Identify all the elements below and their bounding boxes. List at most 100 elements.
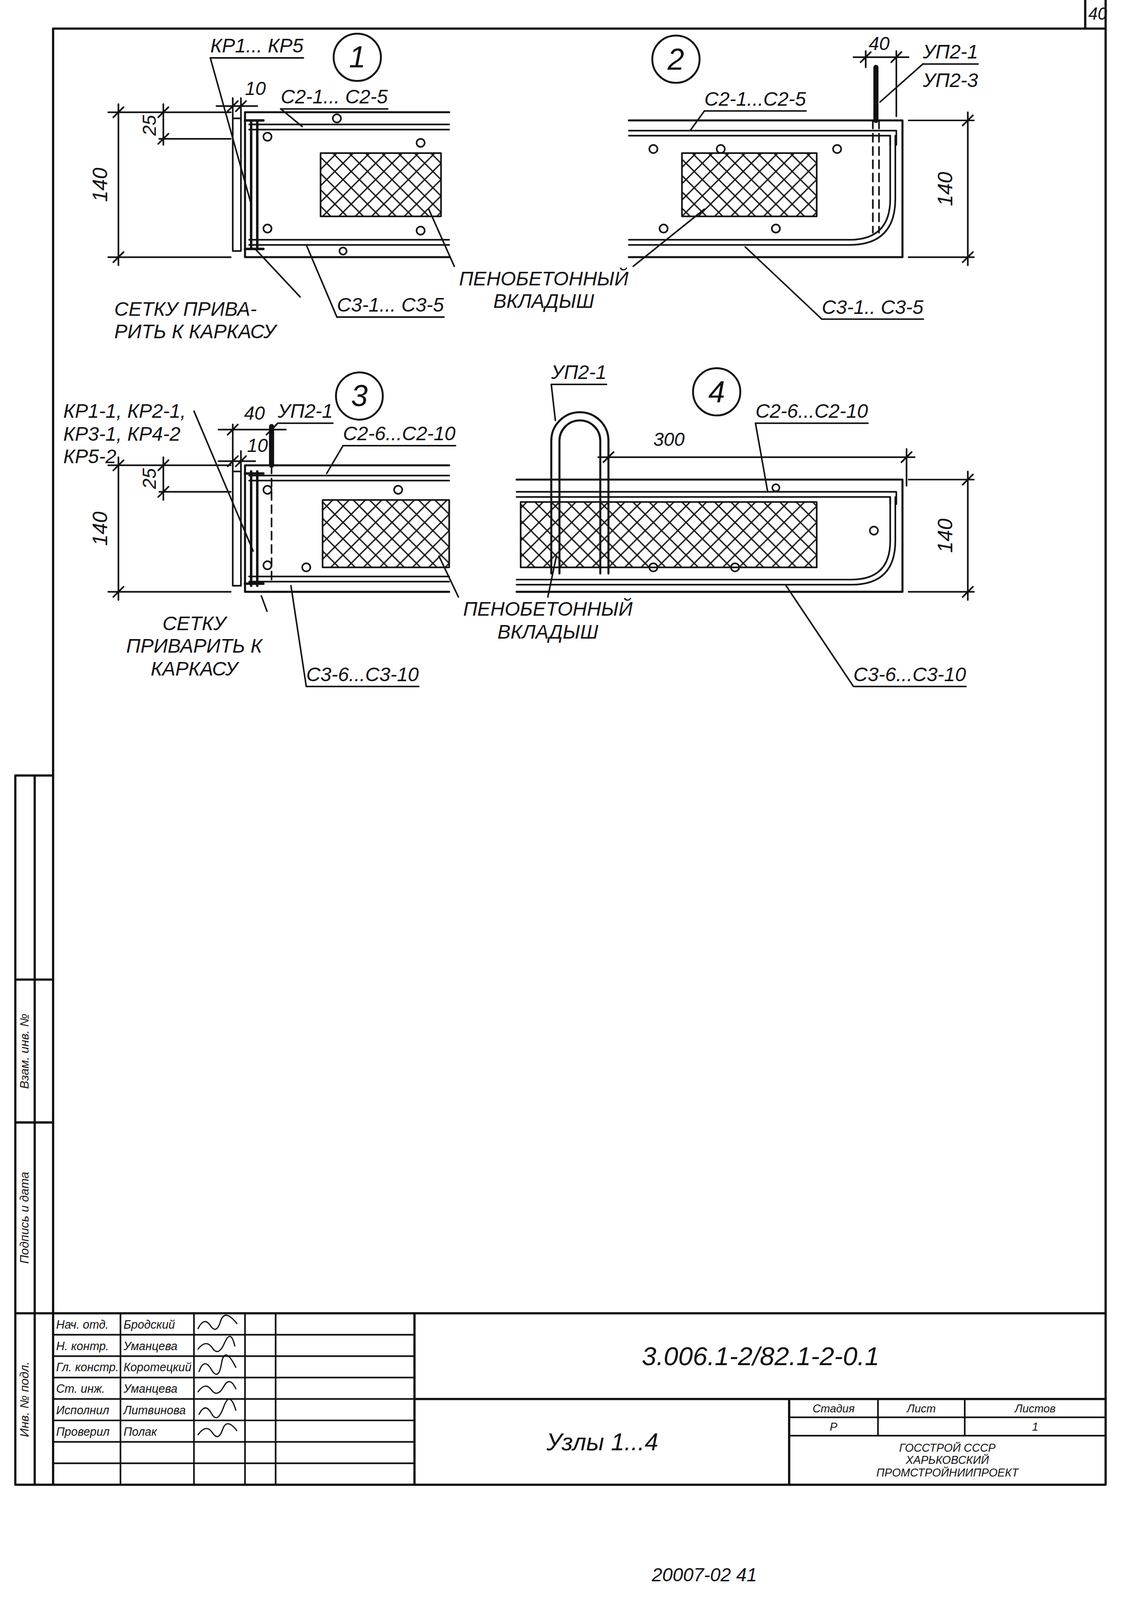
underline — [821, 318, 924, 320]
dimension: 140 — [89, 167, 111, 202]
part-label: С3-6...С3-10 — [853, 663, 966, 687]
sheet-frame — [15, 0, 1106, 1486]
underline — [210, 57, 304, 59]
dimension: 140 — [934, 518, 956, 554]
archive-number: 20007-02 41 — [651, 1564, 758, 1586]
title-cell: Коротецкий — [123, 1360, 192, 1375]
leader-line — [291, 585, 307, 687]
underline — [551, 383, 607, 386]
part-label: С2-1... С2-5 — [280, 85, 388, 109]
part-label: С2-1...С2-5 — [704, 87, 806, 111]
underline — [922, 63, 979, 65]
part-label: С3-1.. С3-5 — [821, 296, 924, 319]
dimension: 40 — [243, 402, 265, 424]
part-label: УП2-1 — [277, 400, 333, 423]
sheet-title: Узлы 1...4 — [546, 1428, 659, 1457]
welding-note: СЕТКУ ПРИВАРИТЬ К КАРКАСУ — [122, 612, 267, 681]
title-cell: Стадия — [812, 1402, 855, 1416]
dimension: 10 — [247, 434, 269, 457]
underline — [306, 686, 419, 688]
title-cell: Полак — [123, 1424, 157, 1439]
leader-line — [261, 596, 268, 612]
callout-circle: 1 — [332, 32, 382, 82]
underline — [336, 316, 445, 318]
section-detail — [108, 424, 450, 600]
leader-line — [745, 247, 823, 320]
leader-line — [280, 109, 303, 127]
dimension: 40 — [868, 32, 891, 55]
title-cell: Литвинова — [123, 1403, 186, 1418]
title-block — [52, 1313, 1106, 1485]
material-note: ПЕНОБЕТОННЫЙ ВКЛАДЫШ — [455, 267, 633, 314]
title-cell: Уманцева — [123, 1339, 178, 1353]
margin-stamp: Инв. № подл. — [18, 1361, 31, 1438]
part-label: УП2-1 — [922, 40, 979, 64]
leader-line — [326, 445, 344, 474]
page-number: 40 — [1088, 4, 1108, 24]
callout-number: 2 — [667, 44, 685, 75]
leader-line — [547, 556, 557, 598]
part-label: С3-1... С3-5 — [336, 293, 445, 317]
dimension: 140 — [934, 171, 956, 206]
title-cell: Гл. констр. — [56, 1360, 119, 1375]
welding-note: СЕТКУ ПРИВА- РИТЬ К КАРКАСУ — [114, 298, 300, 344]
leader-line — [438, 556, 459, 598]
dimension: 140 — [89, 511, 111, 546]
underline — [280, 108, 388, 110]
organisation: ГОССТРОЙ СССР ХАРЬКОВСКИЙ ПРОМСТРОЙНИИПР… — [870, 1442, 1025, 1480]
callout-number: 1 — [349, 42, 366, 73]
margin-stamp: Взам. инв. № — [18, 1014, 31, 1090]
part-label: С2-6...С2-10 — [755, 400, 868, 423]
title-cell: Уманцева — [123, 1382, 178, 1396]
leader-line — [306, 244, 337, 317]
title-cell: Н. контр. — [56, 1339, 110, 1353]
underline — [704, 110, 806, 112]
callout-number: 4 — [708, 377, 726, 408]
leader-line — [428, 209, 455, 267]
leader-line — [551, 384, 556, 421]
callout-number: 3 — [350, 380, 368, 411]
dimension: 25 — [139, 115, 159, 137]
underline — [853, 686, 966, 688]
callout-circle: 4 — [692, 367, 742, 417]
callout-circle: 2 — [651, 34, 701, 84]
title-cell: Нач. отд. — [56, 1317, 109, 1332]
margin-stamp: Подпись и дата — [18, 1171, 31, 1264]
part-label: КР1-1, КР2-1, КР3-1, КР4-2 КР5-2 — [63, 400, 193, 468]
dimension: 300 — [653, 428, 685, 451]
title-cell: Р — [829, 1420, 838, 1434]
underline — [343, 445, 456, 447]
title-cell: Исполнил — [56, 1403, 110, 1418]
leader-line — [194, 411, 254, 552]
part-label: С2-6...С2-10 — [343, 422, 456, 446]
title-cell: Бродский — [123, 1317, 176, 1332]
dimension: 10 — [245, 77, 267, 100]
section-detail — [516, 412, 974, 600]
underline — [277, 422, 333, 424]
title-cell: Листов — [1014, 1402, 1056, 1416]
material-note: ПЕНОБЕТОННЫЙ ВКЛАДЫШ — [459, 598, 637, 644]
leader-line — [633, 209, 705, 267]
part-label: УП2-1 — [551, 361, 607, 384]
dimension: 25 — [139, 468, 159, 490]
leader-line — [755, 423, 768, 493]
part-label: С3-6...С3-10 — [306, 663, 419, 687]
title-cell: Ст. инж. — [56, 1382, 105, 1396]
part-label: УП2-3 — [922, 69, 979, 92]
leader-line — [880, 64, 924, 103]
title-cell: Проверил — [56, 1424, 110, 1439]
leader-line — [690, 110, 705, 131]
callout-circle: 3 — [335, 371, 385, 421]
leader-line — [272, 423, 278, 429]
section-detail — [108, 97, 450, 266]
title-cell: Лист — [906, 1402, 936, 1416]
leader-line — [255, 248, 300, 298]
sheet-code: 3.006.1-2/82.1-2-0.1 — [642, 1341, 880, 1372]
leader-line — [786, 585, 854, 687]
part-label: КР1... КР5 — [210, 34, 304, 58]
underline — [755, 422, 868, 424]
title-cell: 1 — [1032, 1420, 1039, 1434]
